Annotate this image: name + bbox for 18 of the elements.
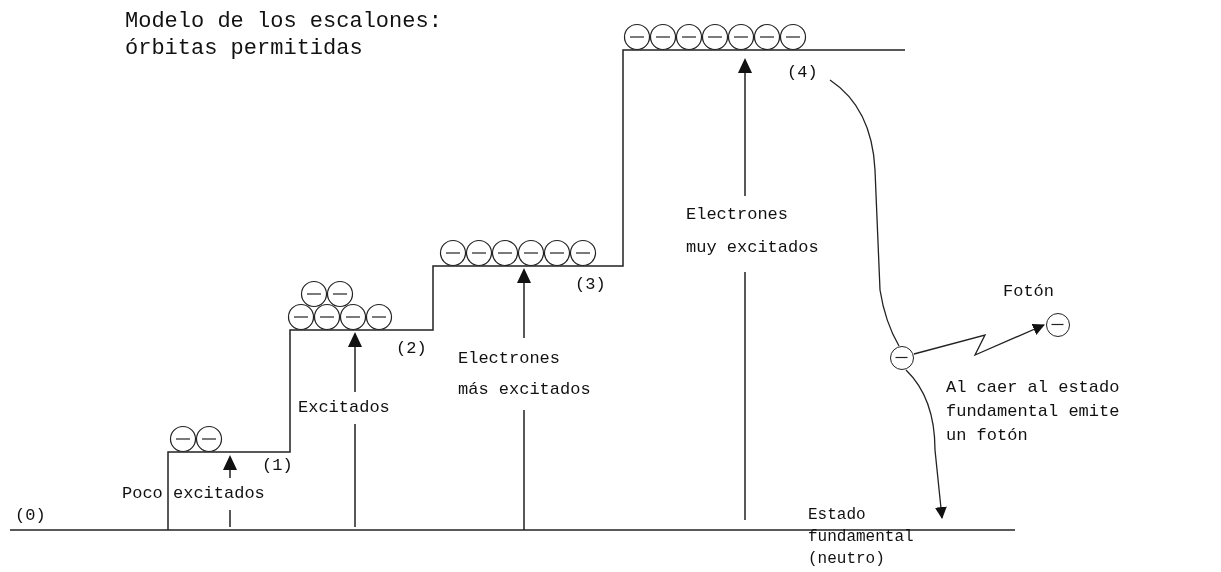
text-label: (0) (15, 505, 47, 527)
text-label: Al caer al estado fundamental emite un fotón (946, 377, 1121, 447)
arrow (905, 369, 947, 519)
text-label: Excitados (298, 397, 391, 419)
text-label: Estado fundamental (neutro) (808, 505, 915, 570)
text-label: (3) (575, 274, 607, 296)
text-label: (4) (787, 62, 819, 84)
electron-circle (1046, 313, 1070, 337)
text-label: Electrones más excitados (458, 348, 592, 401)
connector-line (829, 79, 900, 347)
text-label: Poco excitados (122, 483, 266, 505)
text-label: Fotón (1003, 281, 1055, 303)
text-label: Electrones muy excitados (686, 204, 820, 259)
electron-circle (890, 346, 914, 370)
arrow (913, 323, 1045, 357)
text-label: (1) (262, 455, 294, 477)
diagram-title: Modelo de los escalones: órbitas permitidas (125, 8, 443, 62)
text-label: (2) (396, 338, 428, 360)
